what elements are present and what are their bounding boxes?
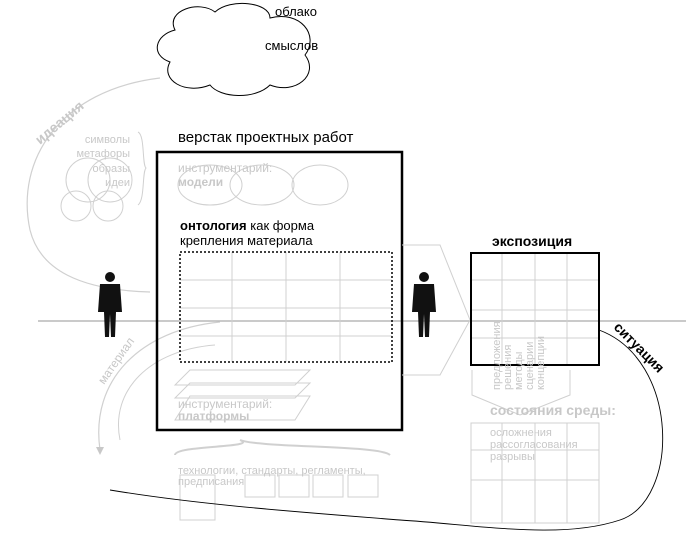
platform-layers (173, 369, 312, 421)
imagery-item: символы (85, 134, 130, 146)
ideation-label: идеация (32, 97, 87, 147)
cloud-label-1: облако (275, 4, 317, 19)
ontology-label-2: крепления материала (180, 233, 313, 248)
exposition-item: сценарии (524, 342, 536, 390)
exposition-item: решения (502, 345, 514, 390)
imagery-item: метафоры (76, 148, 130, 160)
environment-item: разрывы (490, 451, 535, 463)
technology-boxes (179, 474, 379, 521)
exposition-item: концепции (535, 336, 547, 390)
technologies-label-2: предписания (178, 476, 244, 488)
environment-item: рассогласования (490, 439, 578, 451)
ontology-grid (179, 251, 393, 363)
person-icon (98, 272, 122, 337)
environment-arrow (471, 370, 571, 416)
models-label-1: инструментарий: (178, 161, 272, 175)
cloud-label-2: смыслов (265, 38, 318, 53)
environment-item: осложнения (490, 427, 552, 439)
material-arrow-icon (96, 447, 104, 455)
material-label: материал (95, 335, 137, 387)
technologies-label-1: технологии, стандарты, регламенты, (178, 465, 366, 477)
ideation-arc (26, 77, 161, 293)
situation-arc (109, 329, 664, 531)
models-circles (177, 164, 349, 206)
environment-grid (470, 422, 600, 524)
platforms-label-2: платформы (178, 409, 249, 423)
person-icon (412, 272, 436, 337)
situation-label: ситуация (611, 319, 668, 376)
technologies-brace (174, 439, 391, 456)
material-arc-inner (118, 344, 216, 441)
imagery-item: образы (93, 163, 131, 175)
exposition-title: экспозиция (492, 233, 572, 249)
material-arc (98, 321, 221, 451)
models-label-2: модели (178, 175, 223, 189)
exposition-item: методы (513, 351, 525, 390)
environment-title: состояния среды: (490, 402, 616, 418)
exposition-box (470, 252, 600, 366)
imagery-item: идеи (105, 177, 130, 189)
exposition-items: предложения решения методы сценарии конц… (491, 321, 547, 390)
imagery-group: символы метафоры образы идеи (60, 131, 147, 222)
workbench-box (155, 150, 404, 432)
platforms-label-1: инструментарий: (178, 397, 272, 411)
exposition-item: предложения (491, 321, 503, 390)
cloud-shape (157, 2, 311, 96)
ontology-label-1: онтология как форма (180, 218, 315, 233)
workbench-title: верстак проектных работ (178, 129, 354, 146)
exposition-grid (471, 253, 599, 365)
